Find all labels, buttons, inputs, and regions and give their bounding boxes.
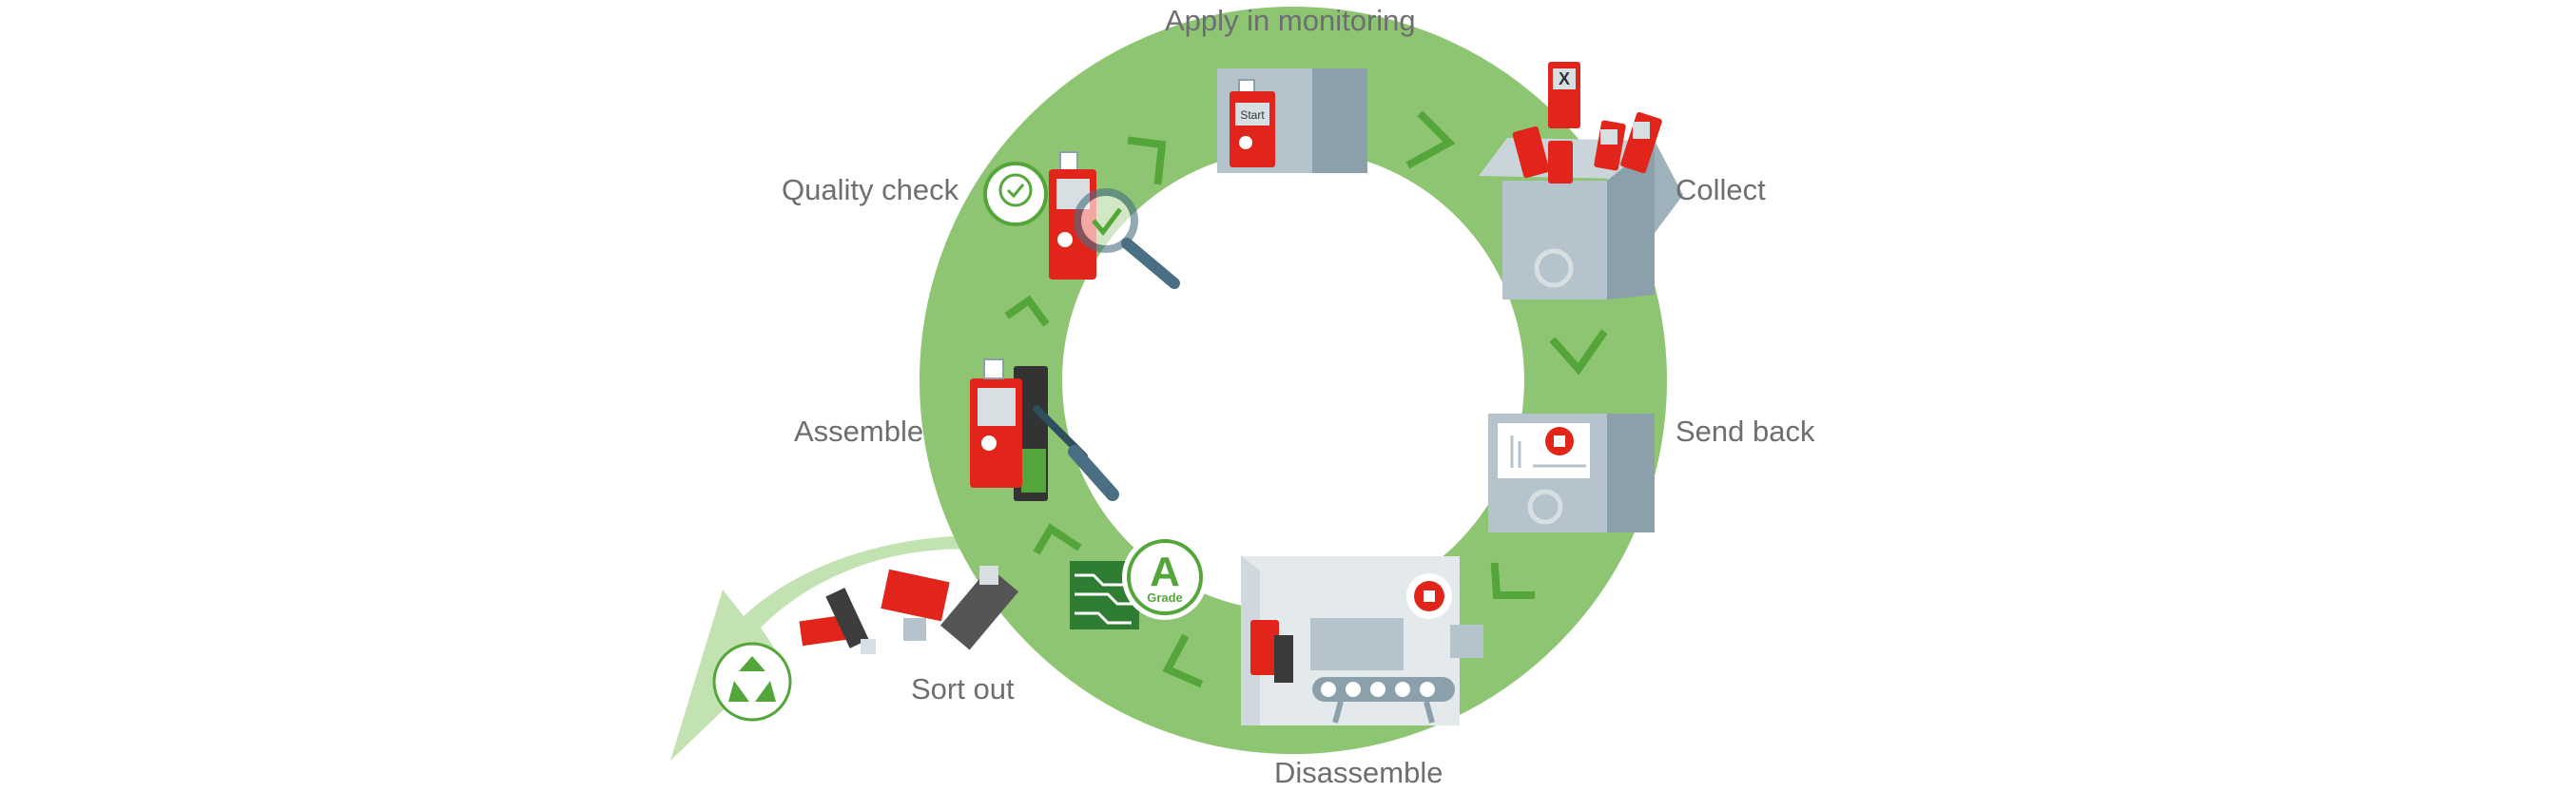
arrow-top-left xyxy=(1127,136,1167,185)
arrow-left-lower xyxy=(1033,523,1082,555)
assemble-logger-screwdriver-icon xyxy=(970,358,1119,501)
grade-letter: A xyxy=(1150,549,1180,595)
direction-arrows xyxy=(1004,110,1608,688)
arrow-top-right xyxy=(1405,110,1456,169)
label-assemble: Assemble xyxy=(794,415,924,448)
sort-out-debris-icon xyxy=(799,566,1019,654)
quality-check-icon xyxy=(983,151,1180,289)
recycle-icon xyxy=(712,642,792,722)
label-sort-out: Sort out xyxy=(911,672,1015,706)
disassemble-machine-icon xyxy=(1241,556,1483,725)
start-label: Start xyxy=(1240,108,1265,122)
label-disassemble: Disassemble xyxy=(1274,756,1443,789)
grade-badge-icon: A Grade xyxy=(1070,534,1208,629)
collect-box-icon: X xyxy=(1479,62,1683,300)
send-back-box-icon xyxy=(1488,414,1655,532)
label-send-back: Send back xyxy=(1675,415,1815,448)
apply-logger-box-icon: Start xyxy=(1217,68,1367,173)
arrow-right xyxy=(1549,329,1608,376)
arrow-bottom-left xyxy=(1162,633,1204,688)
label-apply-in-monitoring: Apply in monitoring xyxy=(1165,4,1416,37)
label-quality-check: Quality check xyxy=(782,173,959,206)
grade-word: Grade xyxy=(1147,590,1183,605)
arrow-left-upper xyxy=(1004,295,1050,327)
x-mark: X xyxy=(1559,69,1570,88)
label-collect: Collect xyxy=(1675,173,1766,206)
recycle-mark xyxy=(1534,248,1574,288)
arrow-bottom-right xyxy=(1490,562,1535,599)
